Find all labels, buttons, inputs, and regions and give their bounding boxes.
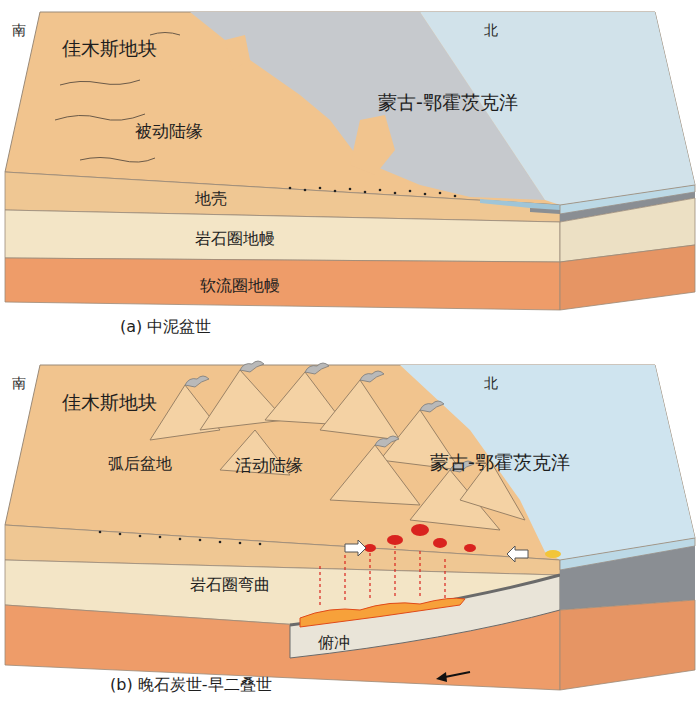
direction-mark: 北 [484, 22, 498, 38]
block-name: 佳木斯地块 [62, 392, 157, 414]
layer-name: 软流圈地幔 [200, 277, 280, 295]
region-name: 被动陆缘 [135, 122, 203, 142]
panel-caption: (a) 中泥盆世 [120, 318, 211, 336]
layer-name: 岩石圈弯曲 [190, 576, 270, 594]
region-name: 活动陆缘 [235, 456, 303, 476]
direction-mark: 南 [12, 22, 26, 38]
layer-name: 岩石圈地幔 [195, 230, 275, 248]
direction-mark: 北 [484, 375, 498, 391]
process-name: 俯冲 [318, 634, 350, 652]
region-name: 弧后盆地 [108, 455, 172, 473]
block-name: 佳木斯地块 [62, 38, 157, 60]
panel-caption: (b) 晚石炭世-早二叠世 [110, 676, 272, 694]
direction-mark: 南 [12, 375, 26, 391]
panel-b [5, 361, 695, 690]
layer-name: 地壳 [195, 190, 227, 208]
panel-a [5, 12, 695, 310]
ocean-name: 蒙古-鄂霍茨克洋 [430, 452, 570, 474]
ocean-name: 蒙古-鄂霍茨克洋 [378, 92, 518, 114]
